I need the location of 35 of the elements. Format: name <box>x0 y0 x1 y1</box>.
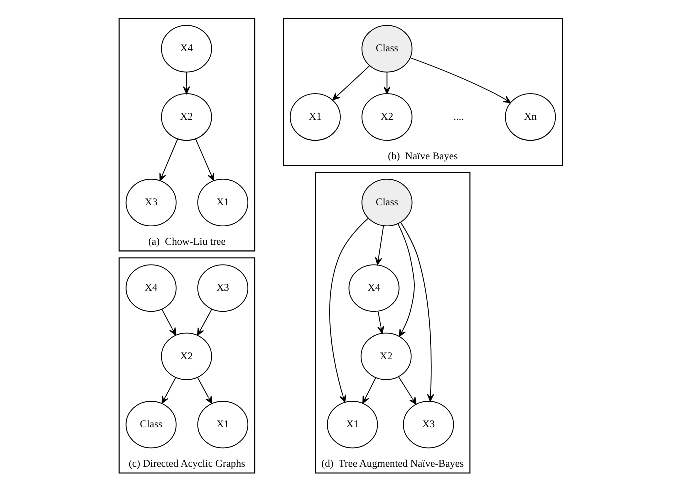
node-circle: X2 <box>360 332 412 380</box>
node-circle: X1 <box>197 179 248 227</box>
arrow <box>400 222 434 402</box>
node-circle: Xn <box>504 94 556 142</box>
label: .... <box>453 112 464 123</box>
node-circle: Class <box>125 401 176 449</box>
node-circle: Class <box>361 25 412 73</box>
arrow <box>377 311 384 334</box>
node-circle: X1 <box>197 401 248 449</box>
node-circle: X4 <box>348 264 400 312</box>
arrow <box>362 378 376 404</box>
node-circle: Class <box>361 179 412 227</box>
arrow <box>196 377 212 404</box>
arrow <box>398 376 416 405</box>
node-circle: X3 <box>197 264 248 312</box>
arrow <box>329 218 369 403</box>
node-circle: X2 <box>160 332 212 380</box>
node-circle: X4 <box>125 264 176 312</box>
node-circle: X3 <box>125 179 176 227</box>
arrow <box>182 72 190 94</box>
arrow <box>196 309 212 336</box>
arrow <box>383 72 390 94</box>
arrow <box>374 226 384 266</box>
node-circle: X2 <box>361 94 412 142</box>
node-circle: X4 <box>160 25 212 73</box>
arrow <box>332 66 370 101</box>
arrow <box>161 377 176 404</box>
node-circle: X2 <box>160 94 212 142</box>
arrow <box>159 138 178 182</box>
arrow <box>410 58 511 104</box>
node-circle: X3 <box>402 401 454 449</box>
node-circle: X1 <box>326 401 378 449</box>
arrow <box>195 138 214 182</box>
arrow <box>161 309 176 336</box>
arrow <box>397 224 414 338</box>
